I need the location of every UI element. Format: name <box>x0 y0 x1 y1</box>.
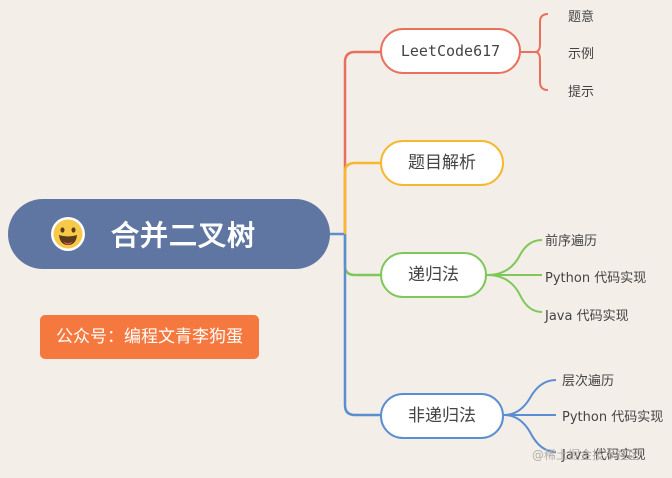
leaf-hint[interactable]: 提示 <box>568 85 595 100</box>
root-node[interactable]: 合并二叉树 <box>8 199 330 269</box>
watermark: @稀土掘金技术社区 <box>532 448 641 462</box>
branch-recursion[interactable]: 递归法 <box>380 252 487 298</box>
leaf-python-impl[interactable]: Python 代码实现 <box>545 271 647 286</box>
leaf-preorder[interactable]: 前序遍历 <box>545 234 598 249</box>
branch-leetcode617[interactable]: LeetCode617 <box>380 28 521 74</box>
branch-non-recursion[interactable]: 非递归法 <box>380 393 504 439</box>
root-title: 合并二叉树 <box>111 219 257 252</box>
leaf-level-order[interactable]: 层次遍历 <box>562 374 615 389</box>
leaf-python-impl-2[interactable]: Python 代码实现 <box>562 410 664 425</box>
leaf-meaning[interactable]: 题意 <box>568 10 595 25</box>
account-badge: 公众号：编程文青李狗蛋 <box>40 315 259 359</box>
grinning-face-icon <box>51 217 85 251</box>
branch-problem-analysis[interactable]: 题目解析 <box>380 140 504 186</box>
leaf-java-impl-2[interactable]: Java 代码实现 <box>562 448 646 463</box>
leaf-java-impl[interactable]: Java 代码实现 <box>545 309 629 324</box>
leaf-example[interactable]: 示例 <box>568 47 595 62</box>
